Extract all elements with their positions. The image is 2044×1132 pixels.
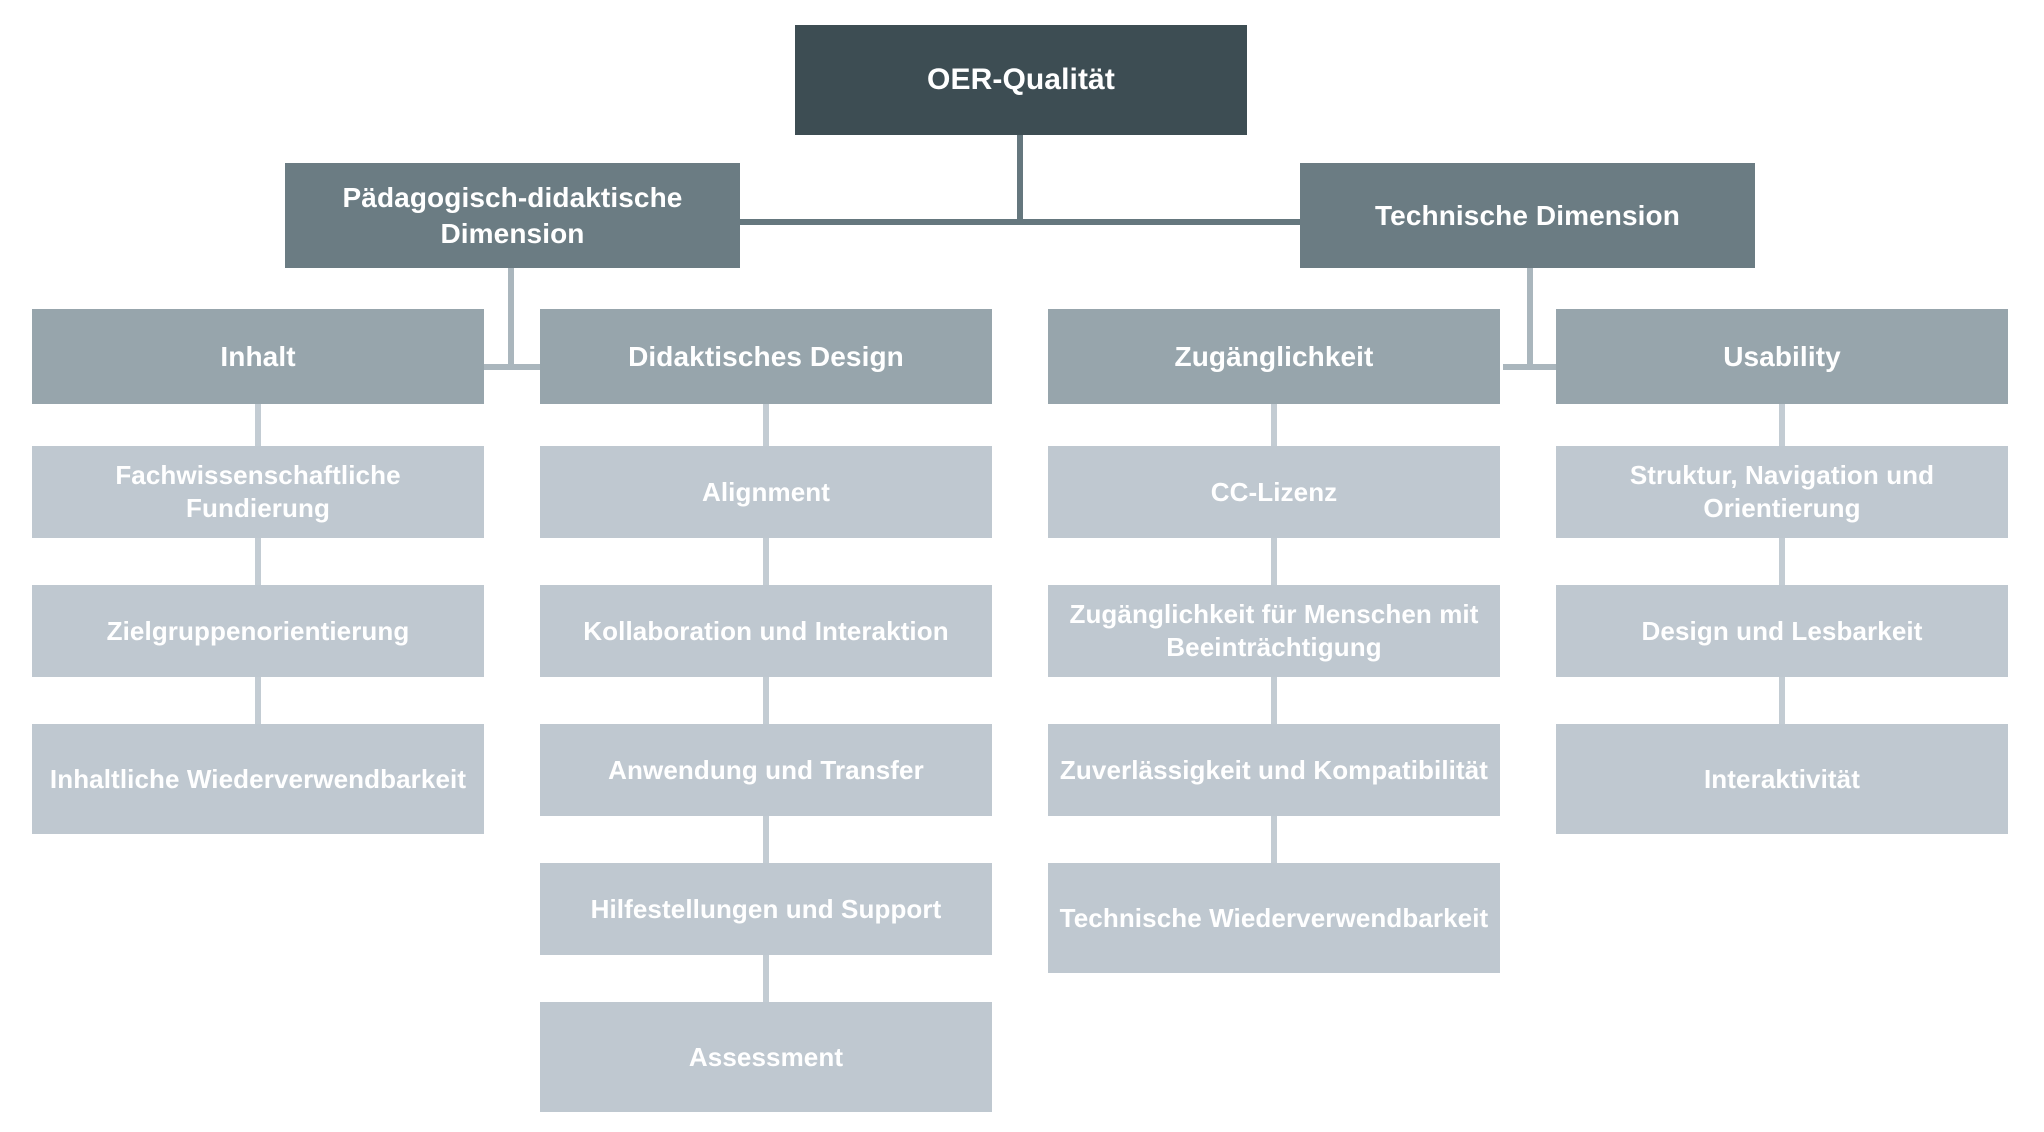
leaf-zielgruppenorientierung[interactable]: Zielgruppenorientierung: [32, 585, 484, 677]
leaf-fachwissenschaftliche-fundierung[interactable]: Fachwissenschaftliche Fundierung: [32, 446, 484, 538]
node-category-didaktisches-design[interactable]: Didaktisches Design: [540, 309, 992, 404]
leaf-hilfestellungen-und-support[interactable]: Hilfestellungen und Support: [540, 863, 992, 955]
leaf-alignment[interactable]: Alignment: [540, 446, 992, 538]
connector-spine-zugaenglichkeit: [1271, 403, 1277, 972]
leaf-inhaltliche-wiederverwendbarkeit[interactable]: Inhaltliche Wiederverwendbarkeit: [32, 724, 484, 834]
connector-left-category-bus: [484, 364, 540, 370]
leaf-design-und-lesbarkeit[interactable]: Design und Lesbarkeit: [1556, 585, 2008, 677]
leaf-technische-wiederverwendbarkeit[interactable]: Technische Wiederverwendbarkeit: [1048, 863, 1500, 973]
node-category-usability[interactable]: Usability: [1556, 309, 2008, 404]
node-dimension-technisch[interactable]: Technische Dimension: [1300, 163, 1755, 268]
connector-left-dimension-stem: [508, 267, 514, 367]
leaf-anwendung-und-transfer[interactable]: Anwendung und Transfer: [540, 724, 992, 816]
leaf-zugaenglichkeit-fuer-menschen-mit-beeintraechtigung[interactable]: Zugänglichkeit für Menschen mit Beeinträ…: [1048, 585, 1500, 677]
node-category-inhalt[interactable]: Inhalt: [32, 309, 484, 404]
leaf-assessment[interactable]: Assessment: [540, 1002, 992, 1112]
connector-dimension-bus: [740, 219, 1300, 225]
leaf-cc-lizenz[interactable]: CC-Lizenz: [1048, 446, 1500, 538]
connector-root-stem: [1017, 134, 1023, 222]
connector-right-category-bus: [1503, 364, 1559, 370]
leaf-kollaboration-und-interaktion[interactable]: Kollaboration und Interaktion: [540, 585, 992, 677]
node-root-oer-qualitaet[interactable]: OER-Qualität: [795, 25, 1247, 135]
leaf-zuverlaessigkeit-und-kompatibilitaet[interactable]: Zuverlässigkeit und Kompatibilität: [1048, 724, 1500, 816]
leaf-interaktivitaet[interactable]: Interaktivität: [1556, 724, 2008, 834]
leaf-struktur-navigation-und-orientierung[interactable]: Struktur, Navigation und Orientierung: [1556, 446, 2008, 538]
connector-right-dimension-stem: [1527, 267, 1533, 367]
node-dimension-paedagogisch-didaktisch[interactable]: Pädagogisch-didaktische Dimension: [285, 163, 740, 268]
node-category-zugaenglichkeit[interactable]: Zugänglichkeit: [1048, 309, 1500, 404]
